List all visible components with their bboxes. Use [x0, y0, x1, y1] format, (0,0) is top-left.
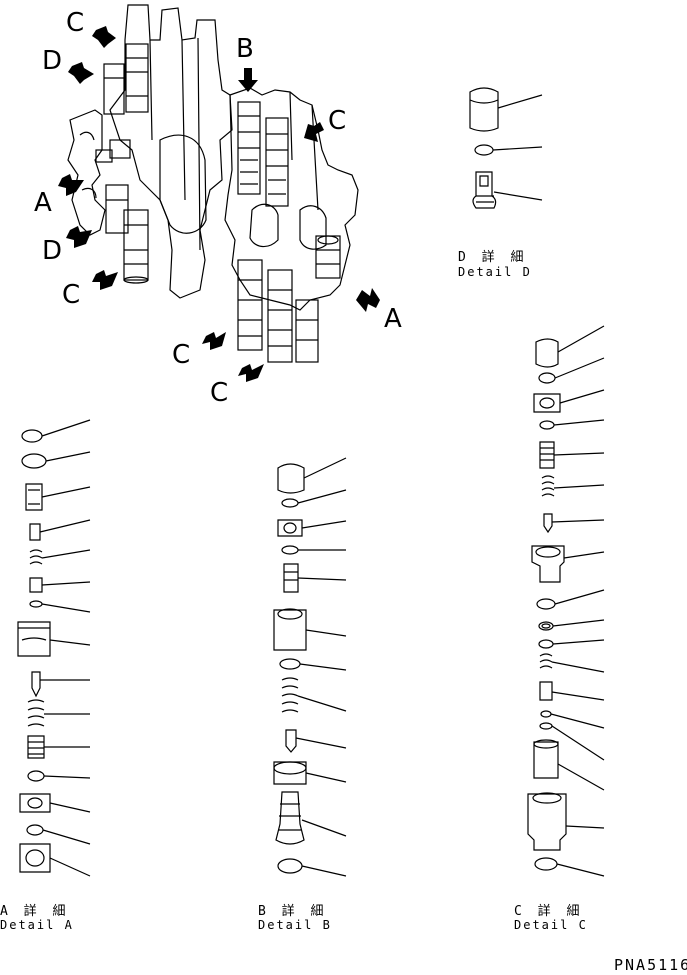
detail-c-parts — [527, 325, 605, 877]
detail-c-title-en: Detail C — [514, 918, 588, 932]
leader-line — [492, 146, 543, 151]
arrow-c-bottom1 — [202, 332, 226, 350]
leader-lines — [295, 457, 347, 877]
detail-b-title-en: Detail B — [258, 918, 332, 932]
callout-c-top: C — [66, 8, 85, 38]
leader-line — [497, 94, 543, 109]
callout-c-right: C — [328, 106, 347, 136]
callout-d-top: D — [42, 46, 63, 76]
arrow-b-top — [238, 68, 258, 92]
arrow-c-right — [304, 122, 324, 142]
callout-a-left: A — [34, 188, 52, 218]
drawing-code: PNA5116 — [614, 956, 687, 974]
arrow-a-left — [58, 174, 84, 196]
spool-cartridges-right — [237, 235, 341, 363]
callout-c-bottom1: C — [172, 340, 191, 370]
spool-cartridges-left — [95, 43, 149, 284]
leader-lines — [39, 419, 91, 877]
control-valve-assembly — [67, 4, 359, 363]
arrow-a-right — [356, 288, 380, 312]
detail-d-title-en: Detail D — [458, 265, 532, 279]
leader-lines — [550, 325, 605, 877]
callout-arrows — [58, 26, 380, 382]
detail-a-title-jp: A 詳 細 — [0, 904, 70, 919]
detail-d-parts — [469, 87, 543, 209]
detail-b-title-jp: B 詳 細 — [258, 904, 328, 919]
detail-c-title-jp: C 詳 細 — [514, 904, 584, 919]
arrow-c-left — [92, 270, 118, 290]
leader-line — [493, 191, 543, 201]
callout-b-top: B — [236, 34, 254, 64]
callout-c-bottom2: C — [210, 378, 229, 408]
arrow-d-top — [68, 62, 94, 84]
detail-b-parts — [273, 457, 347, 877]
spool-cartridges-b — [237, 101, 289, 207]
detail-a-parts — [17, 419, 91, 877]
callout-a-right: A — [384, 304, 402, 334]
callout-d-left: D — [42, 236, 63, 266]
detail-d-title-jp: D 詳 細 — [458, 250, 528, 265]
detail-a-title-en: Detail A — [0, 918, 74, 932]
arrow-c-top — [92, 26, 116, 48]
callout-c-left: C — [62, 280, 81, 310]
arrow-d-left — [66, 226, 92, 248]
arrow-c-bottom2 — [238, 364, 264, 382]
